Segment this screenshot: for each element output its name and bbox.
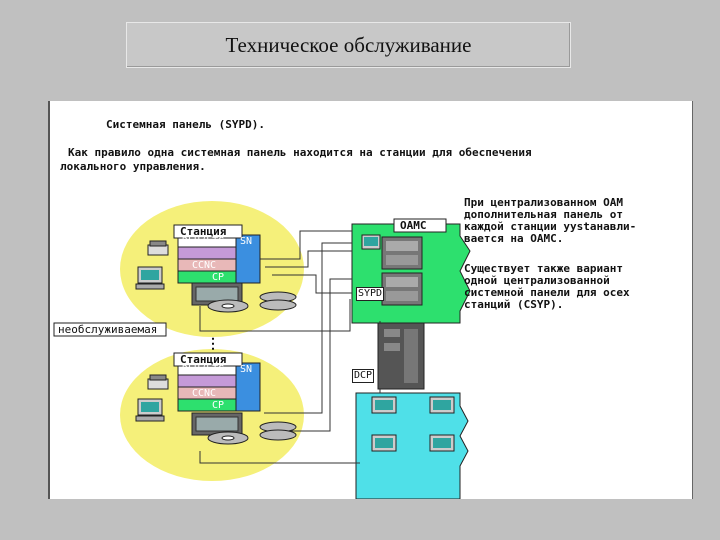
station-label-frame-bottom	[173, 352, 243, 367]
intro-line-2: локального управления.	[60, 160, 206, 173]
ellipsis-marker: ⋮	[206, 336, 220, 352]
oamc-label: OAMC	[400, 219, 427, 232]
oamc-terminal-icon	[361, 234, 381, 250]
note-centralized-oam: При централизованном ОАМ дополнительная …	[464, 197, 636, 245]
note-csyp-variant: Существует также вариант одной централиз…	[464, 263, 630, 311]
unattended-label: необслуживаемая	[58, 323, 158, 336]
station-label-frame-top	[173, 224, 243, 239]
sn-label-top: SN	[240, 236, 253, 247]
sn-label-bottom: SN	[240, 364, 253, 375]
workstation-icons	[371, 396, 455, 452]
module-ccnc-top: CCNC	[192, 260, 217, 271]
note-line: станций (CSYP).	[464, 298, 564, 311]
sypd-panel-icon-1	[381, 236, 423, 270]
terminal-icon-bottom	[135, 398, 165, 422]
note-line: одной централизованной	[464, 274, 610, 287]
oamc-label-frame	[393, 218, 447, 233]
heading: Системная панель (SYPD).	[106, 118, 265, 131]
station-label-top: Станция	[180, 225, 227, 238]
station-label-bottom: Станция	[180, 353, 227, 366]
slide-title-box: Техническое обслуживание	[126, 22, 571, 68]
connection-lines	[199, 230, 381, 464]
diagram-panel: Системная панель (SYPD). Как правило одн…	[48, 101, 693, 499]
terminal-icon-top	[135, 266, 165, 290]
note-line: дополнительная панель от	[464, 208, 623, 221]
dcp-server-icon	[377, 322, 425, 390]
note-line: Существует также вариант	[464, 262, 623, 275]
workstation-zone	[355, 392, 469, 499]
note-line: При централизованном ОАМ	[464, 196, 623, 209]
phone-icon-bottom	[147, 374, 169, 390]
sypd-label: SYPD	[356, 287, 385, 301]
module-dlu-top: DLU/LTG	[182, 236, 225, 247]
slide-title: Техническое обслуживание	[225, 32, 472, 57]
note-line: системной панели для осех	[464, 286, 630, 299]
dcp-label: DCP	[352, 369, 375, 383]
module-dlu-bottom: DLU/LTG	[182, 364, 225, 375]
disk-icon-bottom	[207, 421, 297, 445]
module-ccnc-bottom: CCNC	[192, 388, 217, 399]
station-bottom	[177, 362, 261, 436]
disk-icon-top	[207, 291, 297, 313]
intro-line-1: Как правило одна системная панель находи…	[68, 146, 532, 159]
unattended-label-frame	[53, 322, 167, 337]
phone-icon-top	[147, 240, 169, 256]
note-line: каждой станции ууstанавли-	[464, 220, 637, 233]
sypd-panel-icon-2	[381, 272, 423, 306]
module-cp-bottom: CP	[212, 400, 225, 411]
note-line: вается на ОАМС.	[464, 232, 564, 245]
module-cp-top: CP	[212, 272, 225, 283]
